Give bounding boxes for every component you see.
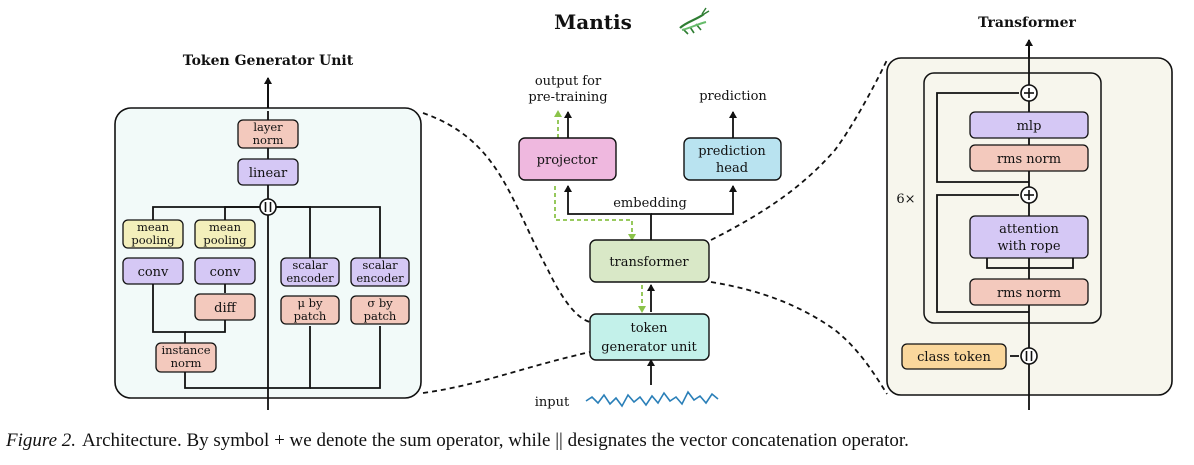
svg-text:projector: projector [537, 153, 598, 168]
tgu-conv-box-2: conv [194, 257, 256, 285]
concat-operator-icon [259, 198, 277, 216]
svg-text:head: head [716, 161, 748, 176]
diagram-title: Mantis [554, 10, 632, 34]
sum-operator-icon-top [1020, 84, 1038, 102]
svg-text:mean: mean [137, 220, 170, 234]
tgu-mean-pooling-box-1: mean pooling [122, 219, 184, 249]
mlp-box: mlp [969, 111, 1089, 139]
svg-text:transformer: transformer [609, 255, 689, 270]
figure-caption-label: Figure 2. [5, 430, 76, 451]
svg-text:scalar: scalar [362, 258, 398, 272]
svg-text:attention: attention [999, 222, 1059, 237]
tgu-conv-box-1: conv [122, 257, 184, 285]
output-for-pretraining-label-line1: output for [535, 74, 602, 89]
svg-text:layer: layer [253, 120, 283, 134]
svg-text:encoder: encoder [286, 271, 334, 285]
tgu-mu-by-patch-box: μ by patch [280, 295, 340, 325]
concat-operator-icon-transformer [1020, 347, 1038, 365]
sum-operator-icon-bottom [1020, 186, 1038, 204]
svg-text:generator unit: generator unit [601, 340, 697, 355]
class-token-box: class token [901, 343, 1007, 370]
svg-text:norm: norm [253, 133, 284, 147]
svg-text:instance: instance [161, 343, 210, 357]
token-generator-unit-box: token generator unit [589, 313, 710, 361]
prediction-label: prediction [699, 89, 767, 104]
svg-text:mean: mean [209, 220, 242, 234]
svg-text:patch: patch [364, 309, 397, 323]
mantis-logo-icon [679, 7, 710, 35]
svg-text:norm: norm [171, 356, 202, 370]
svg-text:linear: linear [249, 166, 288, 181]
rms-norm-box-bottom: rms norm [969, 278, 1089, 306]
input-label: input [535, 395, 570, 410]
transformer-panel-title: Transformer [978, 15, 1076, 31]
svg-text:mlp: mlp [1017, 119, 1042, 134]
tgu-instance-norm-box: instance norm [155, 342, 217, 373]
svg-text:scalar: scalar [292, 258, 328, 272]
svg-text:μ by: μ by [298, 296, 323, 310]
tgu-zoom-connector-bottom [422, 351, 591, 394]
tgu-diff-box: diff [194, 293, 256, 321]
svg-text:with rope: with rope [997, 239, 1060, 254]
svg-text:conv: conv [138, 265, 169, 280]
svg-text:rms norm: rms norm [997, 152, 1061, 167]
svg-text:conv: conv [210, 265, 241, 280]
svg-text:encoder: encoder [356, 271, 404, 285]
tgu-panel-title: Token Generator Unit [183, 53, 354, 69]
embedding-label: embedding [613, 196, 687, 211]
tgu-layer-norm-box: layer norm [237, 119, 299, 149]
tgu-scalar-encoder-box-2: scalar encoder [350, 257, 410, 287]
prediction-head-box: prediction head [683, 137, 782, 181]
transformer-zoom-connector-top [710, 59, 888, 241]
svg-text:pooling: pooling [203, 233, 247, 247]
tgu-linear-box: linear [237, 158, 299, 186]
transformer-box: transformer [589, 239, 710, 283]
tgu-mean-pooling-box-2: mean pooling [194, 219, 256, 249]
svg-text:token: token [631, 321, 669, 336]
tgu-sigma-by-patch-box: σ by patch [350, 295, 410, 325]
svg-text:class token: class token [917, 350, 991, 365]
tgu-zoom-connector-top [422, 112, 591, 323]
svg-text:σ by: σ by [367, 296, 393, 310]
rms-norm-box-top: rms norm [969, 144, 1089, 172]
figure-caption-text: Architecture. By symbol + we denote the … [82, 430, 909, 451]
transformer-zoom-connector-bottom [710, 281, 888, 395]
projector-box: projector [518, 137, 617, 181]
output-for-pretraining-label-line2: pre-training [528, 90, 607, 105]
svg-text:patch: patch [294, 309, 327, 323]
svg-text:diff: diff [214, 301, 237, 316]
svg-text:prediction: prediction [698, 144, 766, 159]
repeat-count-label: 6× [896, 192, 915, 207]
attention-with-rope-box: attention with rope [969, 215, 1089, 259]
input-signal-waveform [585, 390, 719, 408]
tgu-scalar-encoder-box-1: scalar encoder [280, 257, 340, 287]
svg-text:rms norm: rms norm [997, 286, 1061, 301]
figure-caption: Figure 2. Architecture. By symbol + we de… [5, 430, 909, 451]
svg-text:pooling: pooling [131, 233, 175, 247]
